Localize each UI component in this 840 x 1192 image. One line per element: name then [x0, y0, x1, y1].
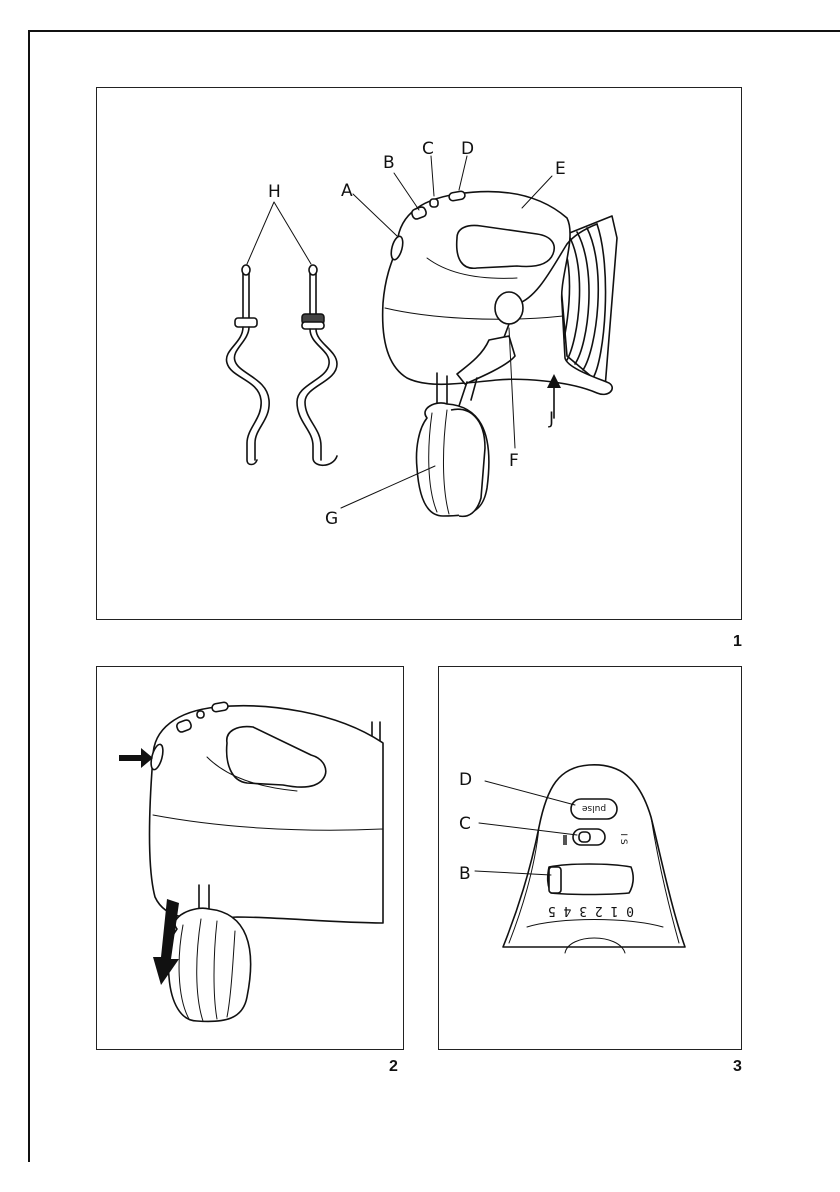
label-f: F: [509, 451, 519, 471]
label-e: E: [555, 159, 566, 179]
figure-3-illustration: pulse I S 0 1 2 3 4 5 D C B: [439, 667, 743, 1051]
pulse-label: pulse: [581, 803, 606, 813]
figure-1-illustration: A B C D E F G H J: [97, 88, 743, 621]
label-c: C: [459, 814, 471, 834]
label-c: C: [422, 139, 434, 159]
label-b: B: [459, 864, 471, 884]
figure-3-number: 3: [733, 1058, 742, 1076]
label-a: A: [341, 181, 353, 201]
hand-mixer: [383, 191, 617, 517]
figure-1-panel: A B C D E F G H J: [96, 87, 742, 620]
page-border-top: [28, 30, 840, 32]
dough-hooks: [226, 202, 337, 465]
speed-dial-numbers: 0 1 2 3 4 5: [548, 903, 634, 918]
label-d: D: [461, 139, 474, 159]
figure-2-number: 2: [389, 1058, 398, 1076]
label-g: G: [325, 509, 338, 529]
figure-3-panel: pulse I S 0 1 2 3 4 5 D C B: [438, 666, 742, 1050]
label-d: D: [459, 770, 472, 790]
label-h: H: [268, 182, 281, 202]
label-b: B: [383, 153, 395, 173]
page-border-left: [28, 30, 30, 1162]
figure-1-number: 1: [733, 633, 742, 651]
figure-2-illustration: [97, 667, 405, 1051]
label-j: J: [548, 409, 554, 429]
switch-mark: I S: [618, 833, 628, 845]
figure-2-panel: [96, 666, 404, 1050]
